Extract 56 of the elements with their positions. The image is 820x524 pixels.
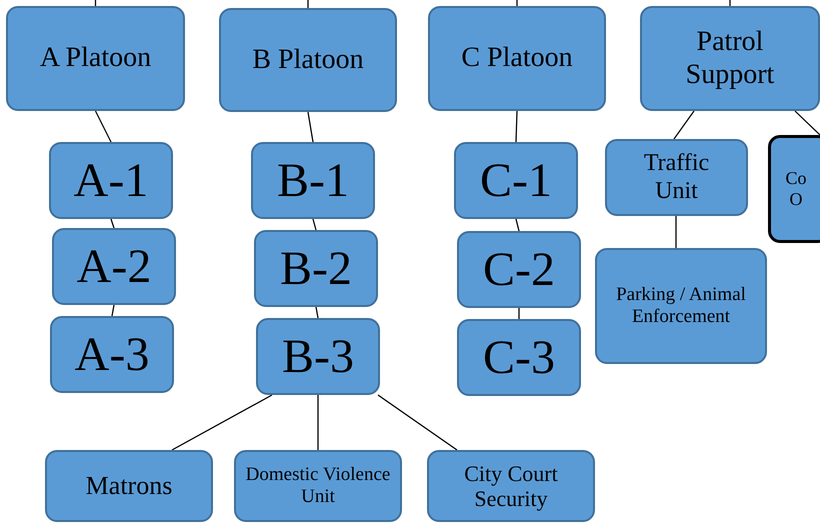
unit-name: B-3 (282, 328, 354, 384)
unit-name: Parking / Animal Enforcement (615, 284, 747, 328)
unit-name: C-2 (483, 242, 555, 298)
org-unit-box (640, 6, 820, 111)
org-unit-box (45, 450, 213, 522)
unit-name: Matrons (86, 471, 172, 501)
org-unit-box (605, 139, 748, 216)
connector-line (675, 216, 677, 248)
unit-name: Patrol Support (684, 26, 776, 91)
unit-name: A-1 (74, 152, 148, 208)
org-unit-box (454, 142, 578, 219)
unit-name: Traffic Unit (642, 150, 710, 206)
unit-name: City Court Security (463, 460, 559, 512)
connector-line (172, 394, 272, 451)
org-unit-box (254, 230, 378, 307)
connector-line (317, 395, 319, 450)
connector-line (94, 110, 112, 142)
org-unit-box (49, 142, 173, 219)
org-unit-box (50, 316, 174, 393)
unit-name: Co O (784, 168, 808, 210)
unit-name: B-2 (280, 240, 352, 296)
org-unit-box (427, 450, 595, 522)
connector-line (729, 0, 731, 6)
org-unit-box (457, 319, 581, 396)
connector-line (674, 110, 694, 140)
connector-line (794, 110, 820, 136)
org-unit-box (6, 6, 185, 111)
connector-line (110, 218, 115, 228)
connector-line (515, 218, 520, 232)
connector-line (378, 394, 458, 450)
connector-line (312, 218, 317, 230)
connector-line (94, 0, 96, 6)
org-unit-box (251, 142, 375, 219)
unit-name: A-3 (74, 326, 150, 382)
unit-name: A-2 (76, 238, 152, 294)
connector-line (515, 110, 518, 142)
unit-name: A Platoon (40, 42, 152, 75)
connector-line (111, 304, 115, 316)
connector-line (518, 308, 520, 319)
connector-line (307, 112, 314, 142)
unit-name: C-1 (480, 152, 552, 208)
org-unit-box (595, 248, 767, 364)
org-unit-box (256, 318, 380, 395)
unit-name: B Platoon (252, 44, 364, 76)
unit-name: Domestic Violence Unit (244, 464, 392, 508)
unit-name: B-1 (277, 152, 349, 208)
org-unit-box (457, 231, 581, 308)
unit-name: C-3 (483, 330, 555, 386)
connector-line (516, 0, 518, 6)
org-unit-box (428, 6, 606, 111)
org-unit-box (768, 135, 820, 243)
connector-line (315, 306, 319, 318)
org-unit-box (234, 450, 402, 522)
org-unit-box (52, 228, 176, 305)
unit-name: C Platoon (461, 42, 573, 75)
org-unit-box (219, 8, 397, 112)
